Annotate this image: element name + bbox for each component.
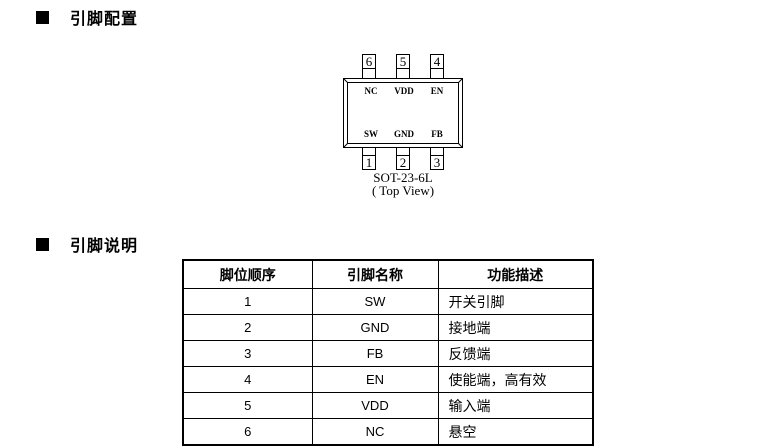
pin-lead-1 <box>362 148 376 155</box>
pin-4: 4 <box>430 54 444 78</box>
section-bullet-icon <box>36 237 49 251</box>
pin-label-nc: NC <box>364 86 378 96</box>
pin-order: 1 <box>182 288 313 315</box>
table-row: 5 VDD 输入端 <box>182 392 594 419</box>
table-row: 1 SW 开关引脚 <box>182 288 594 315</box>
table-row: 3 FB 反馈端 <box>182 340 594 367</box>
pin-number-6: 6 <box>362 54 376 69</box>
package-body-outline-icon <box>343 78 463 148</box>
pin-name: GND <box>311 314 439 341</box>
pin-number-1: 1 <box>362 155 376 170</box>
table-header-row: 脚位顺序 引脚名称 功能描述 <box>182 259 594 289</box>
pin-order: 5 <box>182 392 313 419</box>
column-header-function: 功能描述 <box>437 259 594 289</box>
pin-lead-2 <box>396 148 410 155</box>
pin-description: 接地端 <box>437 314 594 341</box>
pin-description-table: 脚位顺序 引脚名称 功能描述 1 SW 开关引脚 2 GND 接地端 3 FB … <box>182 259 594 446</box>
pin-5: 5 <box>396 54 410 78</box>
pin-label-gnd: GND <box>394 129 414 139</box>
pin-number-3: 3 <box>430 155 444 170</box>
pin-order: 3 <box>182 340 313 367</box>
pin-lead-6 <box>362 69 376 78</box>
section-title-pin-description: 引脚说明 <box>70 238 139 255</box>
pin-order: 6 <box>182 418 313 446</box>
pin-label-en: EN <box>430 86 444 96</box>
pin-lead-4 <box>430 69 444 78</box>
pin-6: 6 <box>362 54 376 78</box>
pin-description: 悬空 <box>437 418 594 446</box>
pin-name: NC <box>311 418 439 446</box>
pin-lead-3 <box>430 148 444 155</box>
pin-2: 2 <box>396 148 410 170</box>
pin-lead-5 <box>396 69 410 78</box>
pin-number-4: 4 <box>430 54 444 69</box>
section-bullet-icon <box>36 10 49 24</box>
pin-description: 输入端 <box>437 392 594 419</box>
pin-order: 4 <box>182 366 313 393</box>
pin-description: 反馈端 <box>437 340 594 367</box>
pin-3: 3 <box>430 148 444 170</box>
table-row: 4 EN 使能端，高有效 <box>182 366 594 393</box>
pin-description: 使能端，高有效 <box>437 366 594 393</box>
pin-name: FB <box>311 340 439 367</box>
pin-label-vdd: VDD <box>394 86 414 96</box>
pin-number-2: 2 <box>396 155 410 170</box>
table-row: 6 NC 悬空 <box>182 418 594 446</box>
pin-name: SW <box>311 288 439 315</box>
pin-description: 开关引脚 <box>437 288 594 315</box>
package-body: NC VDD EN SW GND FB <box>343 78 463 148</box>
package-view-label: ( Top View) <box>371 183 435 198</box>
section-title-pin-configuration: 引脚配置 <box>70 11 139 28</box>
pin-name: EN <box>311 366 439 393</box>
pin-1: 1 <box>362 148 376 170</box>
pin-label-fb: FB <box>431 129 443 139</box>
pin-order: 2 <box>182 314 313 341</box>
column-header-pin-name: 引脚名称 <box>311 259 439 289</box>
pin-number-5: 5 <box>396 54 410 69</box>
section-header-pin-configuration: 引脚配置 <box>36 5 138 29</box>
package-caption: SOT-23-6L ( Top View) <box>343 171 463 197</box>
pin-label-sw: SW <box>363 129 379 139</box>
package-name: SOT-23-6L <box>373 170 433 185</box>
pin-name: VDD <box>311 392 439 419</box>
section-header-pin-description: 引脚说明 <box>36 232 138 256</box>
column-header-pin-order: 脚位顺序 <box>182 259 313 289</box>
table-row: 2 GND 接地端 <box>182 314 594 341</box>
